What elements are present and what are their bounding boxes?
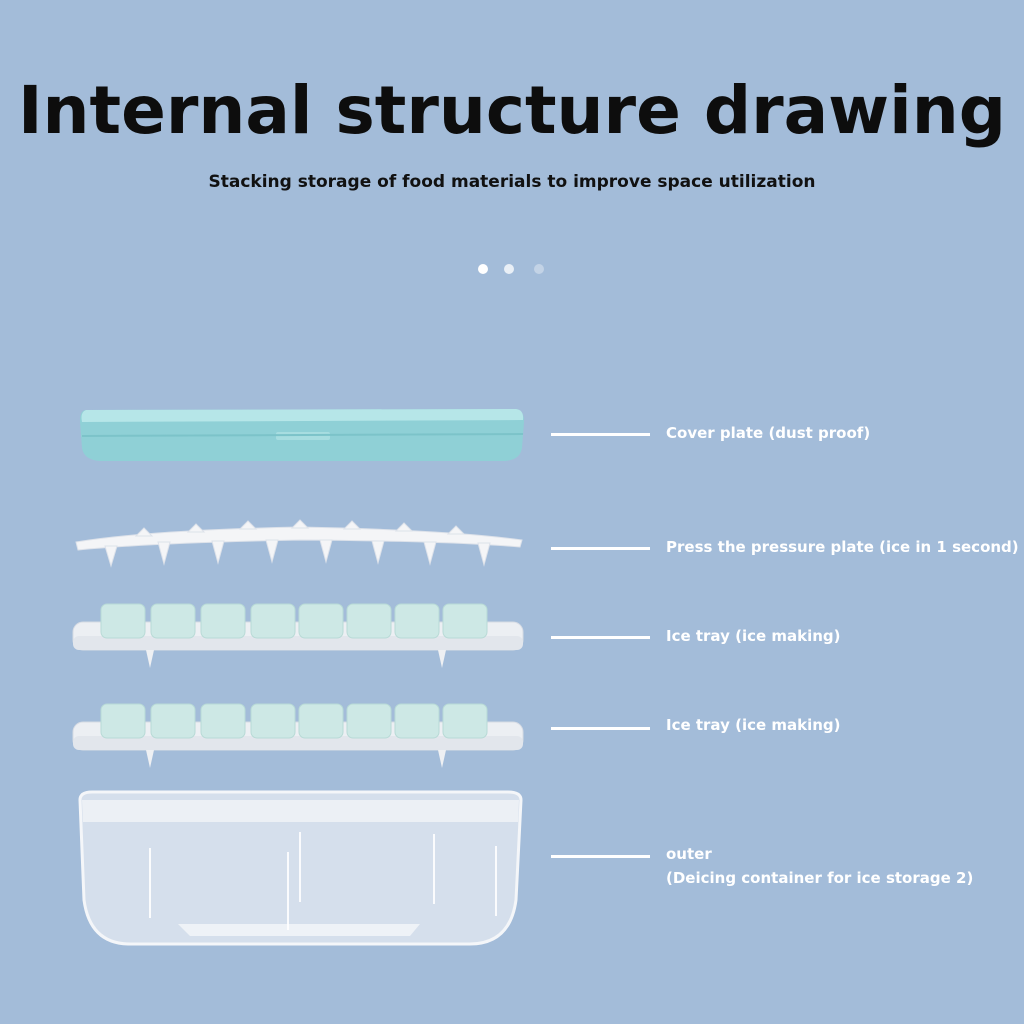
pressure-plate xyxy=(75,519,523,568)
carousel-dot-3[interactable] xyxy=(534,264,544,274)
label-ice-tray-1: Ice tray (ice making) xyxy=(666,627,841,645)
label-pressure-plate: Press the pressure plate (ice in 1 secon… xyxy=(666,538,1019,556)
carousel-dot-2[interactable] xyxy=(504,264,514,274)
label-outer-line1: outer xyxy=(666,845,712,863)
label-ice-tray-2: Ice tray (ice making) xyxy=(666,716,841,734)
label-outer: outer (Deicing container for ice storage… xyxy=(666,845,973,887)
page-subtitle: Stacking storage of food materials to im… xyxy=(208,172,816,192)
callout-line-tray-2 xyxy=(551,727,650,730)
page-title: Internal structure drawing xyxy=(17,72,1006,149)
label-cover-plate: Cover plate (dust proof) xyxy=(666,424,871,442)
callout-line-pressure xyxy=(551,547,650,550)
label-outer-line2: (Deicing container for ice storage 2) xyxy=(666,869,974,887)
ice-tray-lower xyxy=(72,703,524,768)
callout-line-outer xyxy=(551,855,650,858)
callout-line-cover xyxy=(551,433,650,436)
ice-tray-upper xyxy=(72,603,524,668)
callout-line-tray-1 xyxy=(551,636,650,639)
cover-plate xyxy=(80,409,524,461)
outer-container xyxy=(78,790,523,946)
carousel-dot-1[interactable] xyxy=(478,264,488,274)
